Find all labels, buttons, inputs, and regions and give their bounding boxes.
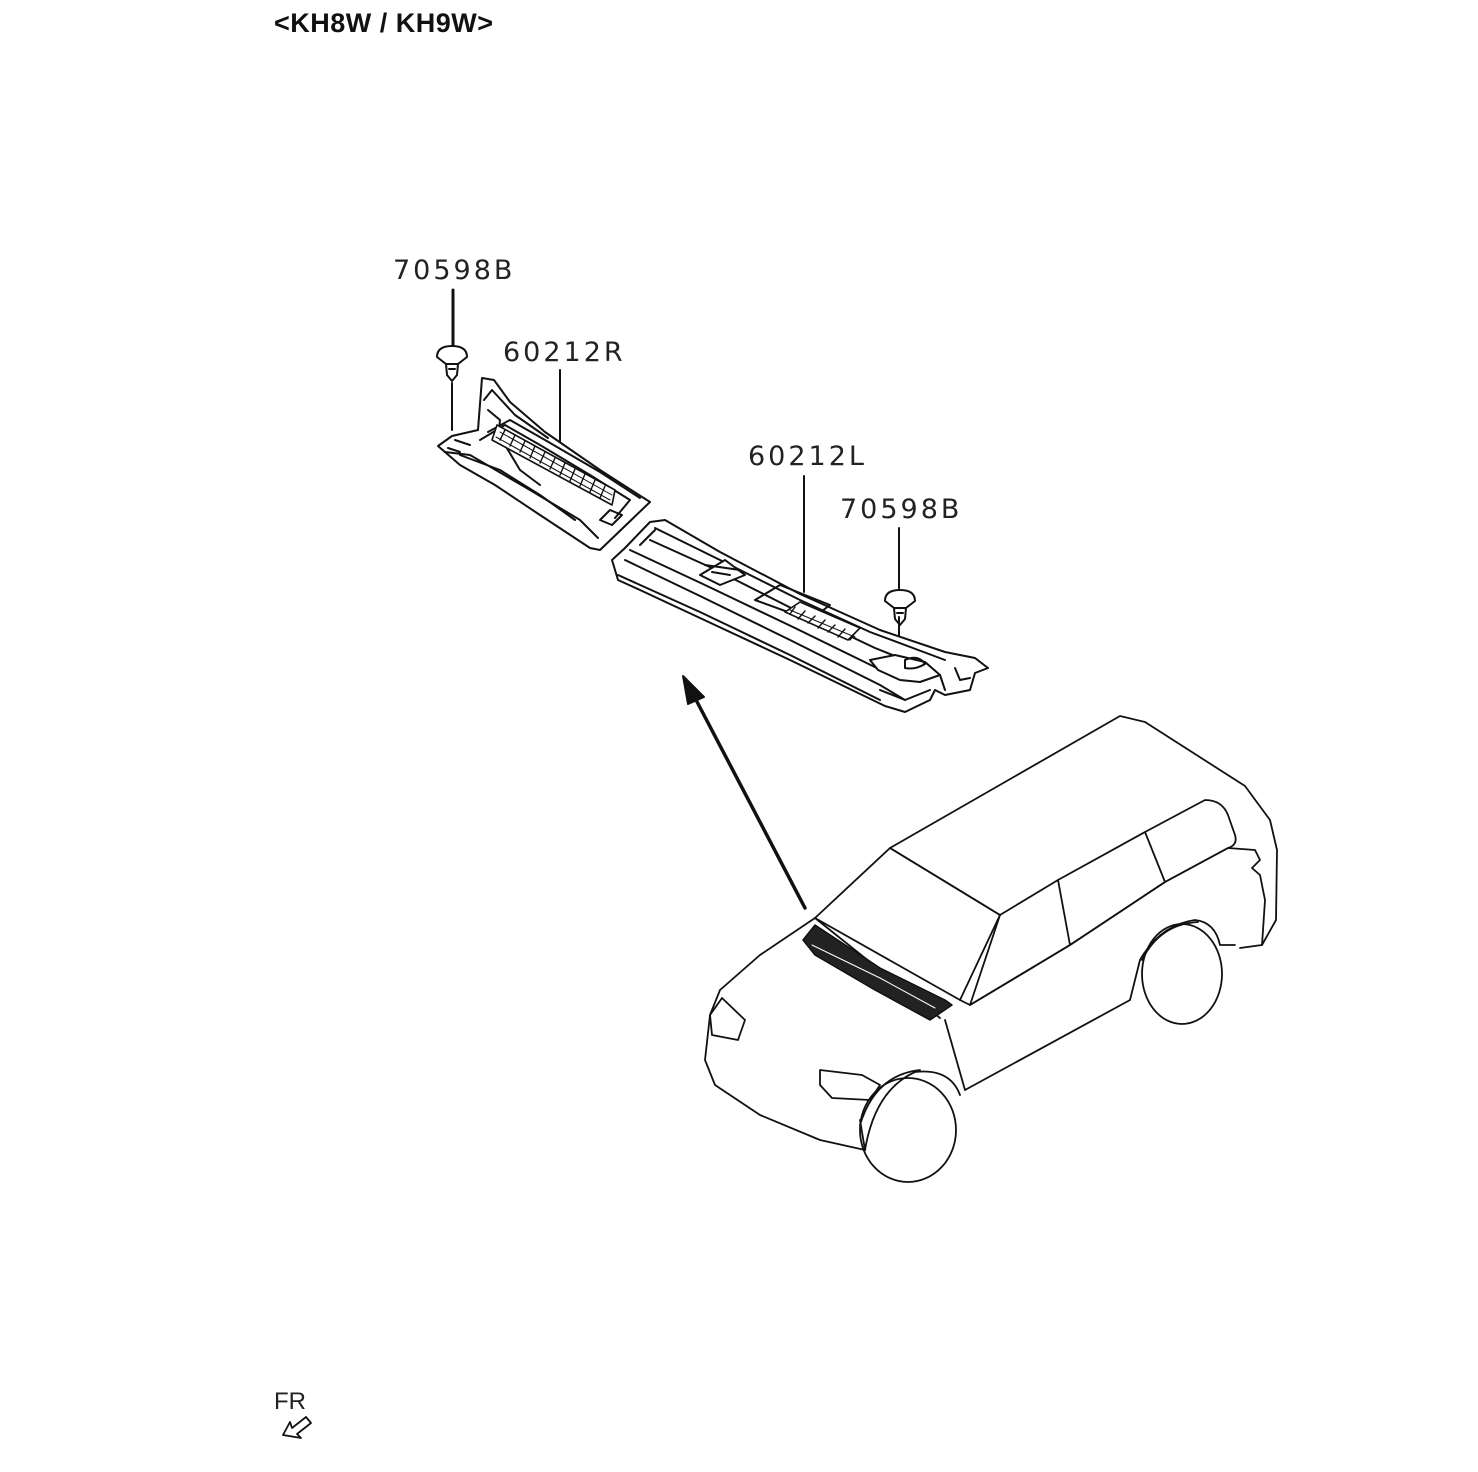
direction-arrow-head [682,675,705,705]
cowl-panel-right [437,377,651,551]
suv-outline-icon [704,715,1278,1183]
page-title: <KH8W / KH9W> [274,8,494,38]
callout-cowl-right: 60212R [503,337,626,368]
clip-icon-left [884,589,916,626]
callout-cowl-left: 60212L [748,441,867,472]
direction-arrow-line [692,694,807,910]
cowl-panel-left [611,519,989,713]
orientation-label: FR [274,1388,306,1415]
callout-clip-left: 70598B [840,494,963,525]
callout-clip-right: 70598B [393,255,516,286]
front-direction-arrow-icon [282,1416,312,1439]
clip-icon-right [436,345,468,382]
